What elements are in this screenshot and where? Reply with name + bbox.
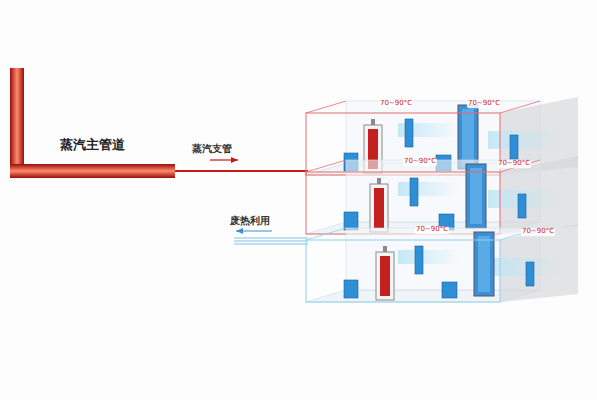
- pipe-label: 蒸汽支管: [192, 143, 232, 154]
- floor: [306, 156, 578, 234]
- building-floors: [306, 97, 578, 302]
- temperature-label: 70~90°C: [415, 226, 449, 234]
- main-pipe: [10, 164, 175, 178]
- return-pipe: [234, 238, 308, 244]
- flow-arrow: [236, 230, 272, 231]
- temperature-label: 70~90°C: [497, 160, 531, 168]
- flow-arrow: [210, 159, 238, 160]
- temperature-label: 70~90°C: [467, 100, 501, 108]
- flow-label: 废热利用: [230, 215, 270, 226]
- pipe-label: 蒸汽主管道: [60, 138, 125, 152]
- floor: [306, 224, 578, 302]
- branch-pipe: [175, 170, 308, 172]
- temperature-label: 70~90°C: [379, 100, 413, 108]
- temperature-label: 70~90°C: [521, 228, 555, 236]
- main-pipe: [10, 68, 24, 178]
- temperature-label: 70~90°C: [403, 158, 437, 166]
